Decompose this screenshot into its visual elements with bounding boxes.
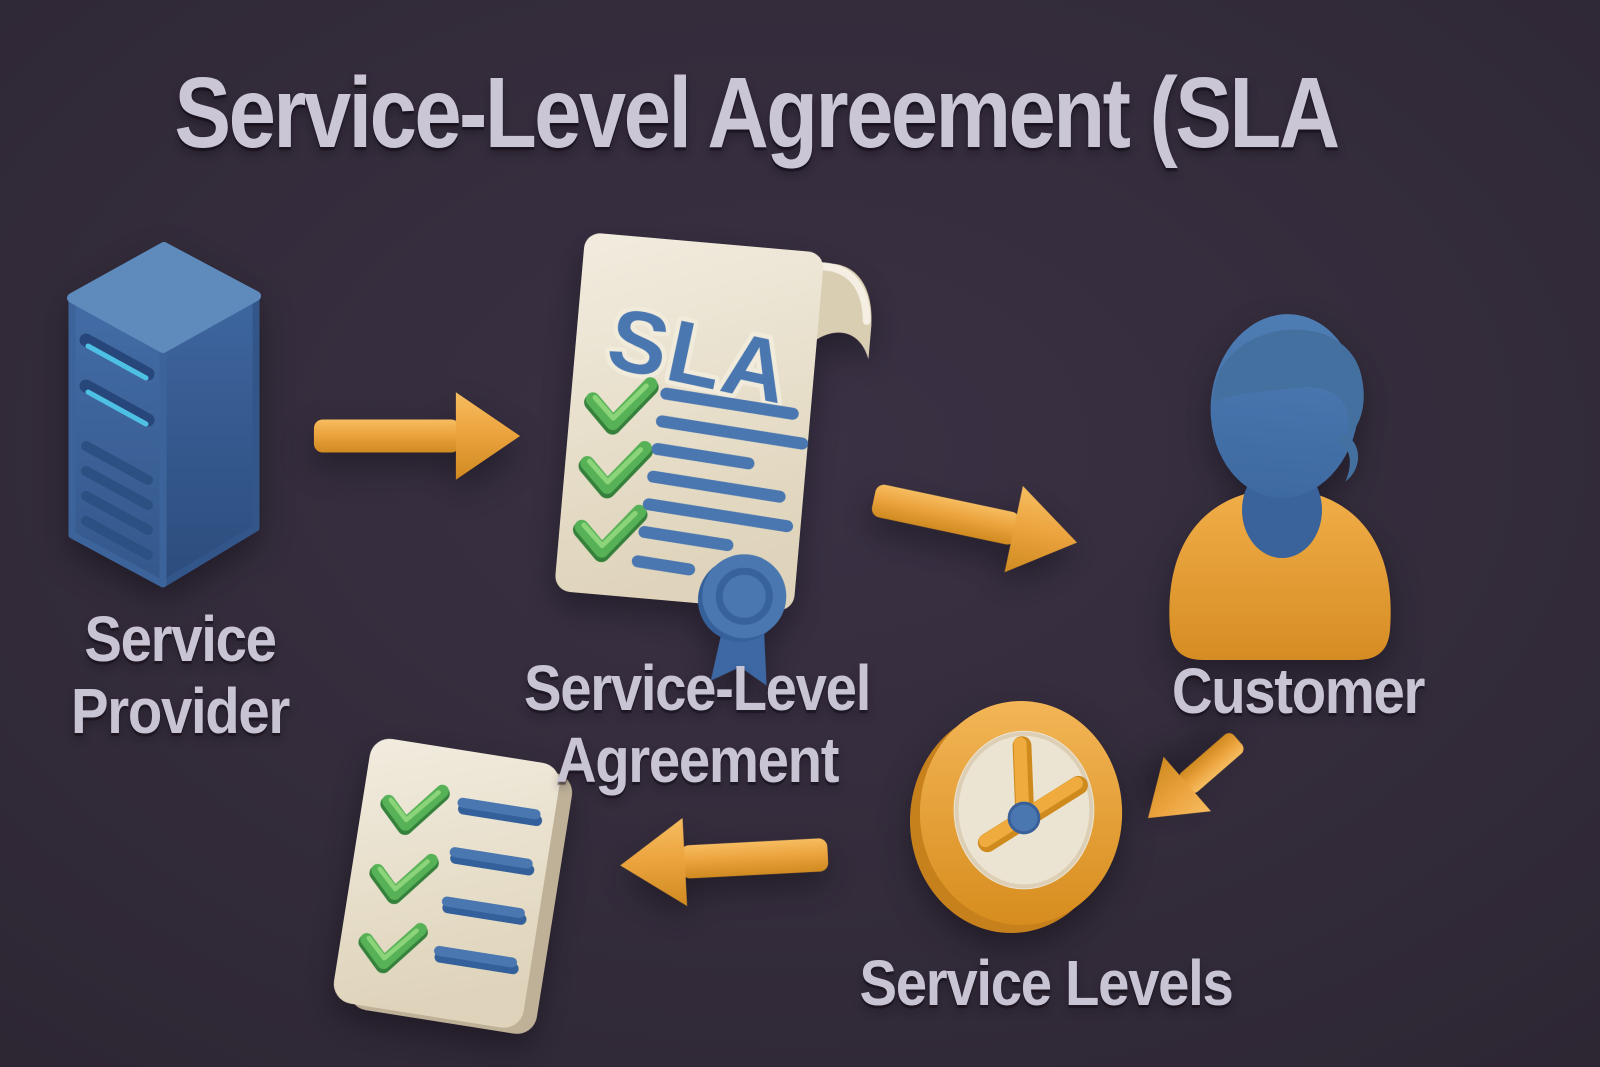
agreement-label: Service-Level Agreement: [523, 652, 871, 796]
provider-label-line1: Service: [84, 603, 276, 675]
ribbon-seal-icon: [697, 554, 787, 686]
page-title: Service-Level Agreement (SLA: [174, 57, 1340, 169]
document-text-lines: [631, 387, 809, 576]
agreement-label-line2: Agreement: [555, 723, 840, 796]
provider-label: Service Provider: [71, 603, 290, 747]
agreement-label-line1: Service-Level: [523, 652, 871, 724]
checklist-text-lines: [434, 797, 543, 975]
server-icon: [67, 242, 261, 588]
server-vents: [79, 333, 155, 560]
checklist-icon: [333, 738, 573, 1034]
service-levels-label: Service Levels: [859, 947, 1234, 1019]
person-icon: [1169, 314, 1391, 660]
provider-label-line2: Provider: [71, 674, 290, 747]
sla-document-icon: SLA: [555, 233, 872, 686]
arrow-left-icon: [617, 810, 831, 910]
arrow-right-icon: [864, 456, 1087, 586]
arrow-right-icon: [313, 392, 521, 480]
customer-label: Customer: [1171, 655, 1426, 727]
clock-icon: [909, 701, 1123, 933]
